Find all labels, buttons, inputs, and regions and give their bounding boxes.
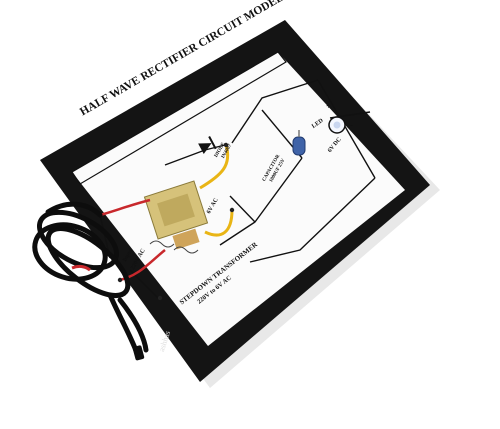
- capacitor-icon: [292, 130, 306, 156]
- red-wire-primary: [99, 198, 151, 217]
- yellow-wire-bottom: [204, 209, 234, 237]
- title-band: [71, 51, 287, 185]
- cable-plug: [132, 345, 145, 361]
- minus-sign: -: [350, 120, 353, 130]
- led-icon: [328, 116, 346, 134]
- diode-icon: [198, 136, 217, 155]
- power-cable: [32, 201, 149, 359]
- transformer-icon: [143, 180, 209, 254]
- cable-tie: [71, 264, 91, 272]
- plus-sign: +: [326, 101, 332, 111]
- yellow-wire-top: [199, 144, 230, 190]
- circuit-panel: [72, 52, 405, 346]
